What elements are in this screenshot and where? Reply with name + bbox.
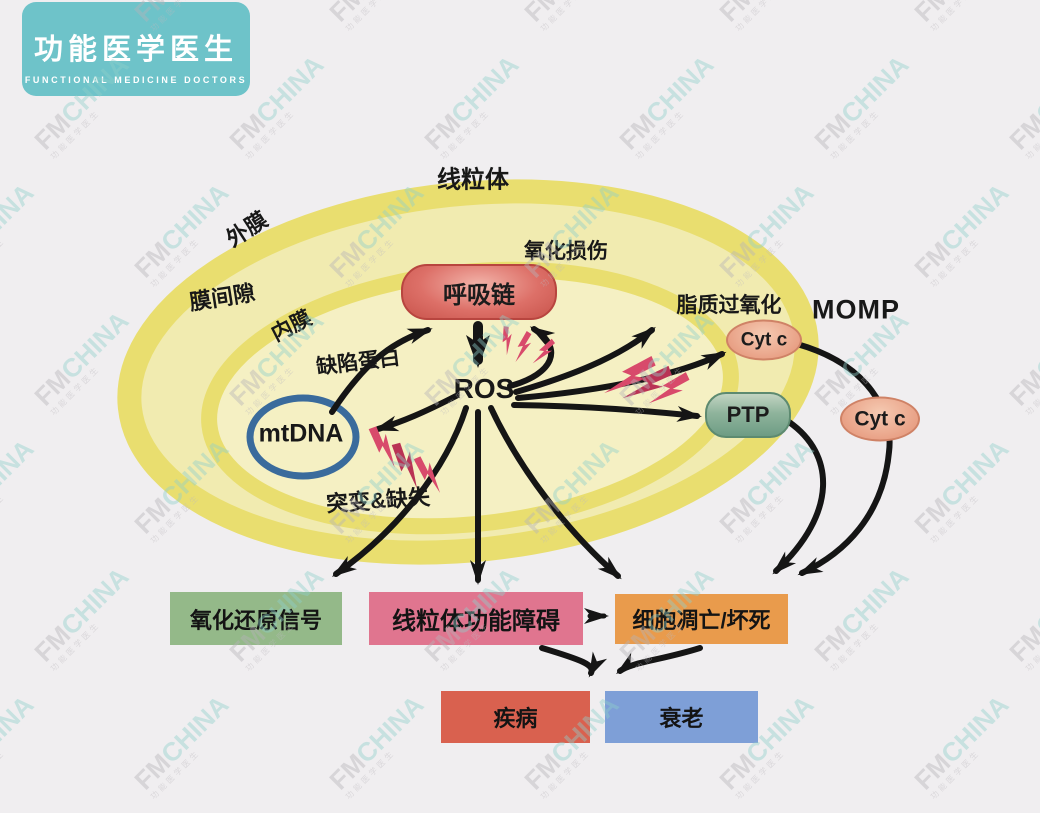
label-oxidative-damage: 氧化损伤 (524, 240, 608, 263)
label-lipid-peroxidation: 脂质过氧化 (676, 294, 782, 317)
box-redox-signal: 氧化还原信号 (170, 592, 342, 645)
arrow-ptp-to-apoptosis (772, 419, 827, 575)
node-cyt-c-inner: Cyt c (726, 319, 802, 361)
box-apoptosis-necrosis: 细胞凋亡/坏死 (615, 594, 788, 644)
arrow-ros-to-lipid-peroxidation (513, 326, 656, 395)
arrow-cytc-release-to-apoptosis (794, 341, 893, 576)
box-disease: 疾病 (441, 691, 590, 743)
node-cyt-c-outer: Cyt c (840, 396, 920, 442)
arrow-mtdna-to-respiratorychain (329, 327, 433, 415)
logo-title: 功能医学医生 (33, 34, 238, 66)
logo: 功能医学医生 FUNCTIONAL MEDICINE DOCTORS (22, 2, 250, 96)
arrow-ros-to-mtdna (373, 393, 459, 432)
node-respiratory-chain: 呼吸链 (401, 264, 557, 320)
arrow-dysfunction-to-disease-aging (539, 645, 608, 678)
arrow-ros-to-ptp (511, 402, 702, 422)
arrow-ros-to-redox-signal (331, 405, 469, 577)
label-ros: ROS (453, 373, 515, 404)
arrow-ros-to-apoptosis (488, 405, 622, 580)
label-momp: MOMP (812, 294, 900, 325)
label-mitochondria: 线粒体 (437, 166, 509, 194)
node-ptp: PTP (705, 392, 791, 438)
box-aging: 衰老 (605, 691, 758, 743)
logo-subtitle: FUNCTIONAL MEDICINE DOCTORS (24, 75, 248, 85)
mtdna-loop (246, 394, 360, 480)
arrow-apoptosis-to-disease-aging (615, 645, 703, 674)
box-mito-dysfunction: 线粒体功能障碍 (369, 592, 583, 645)
label-mtdna: mtDNA (258, 419, 344, 448)
arrow-ros-curl-oxidative-damage (507, 326, 556, 389)
